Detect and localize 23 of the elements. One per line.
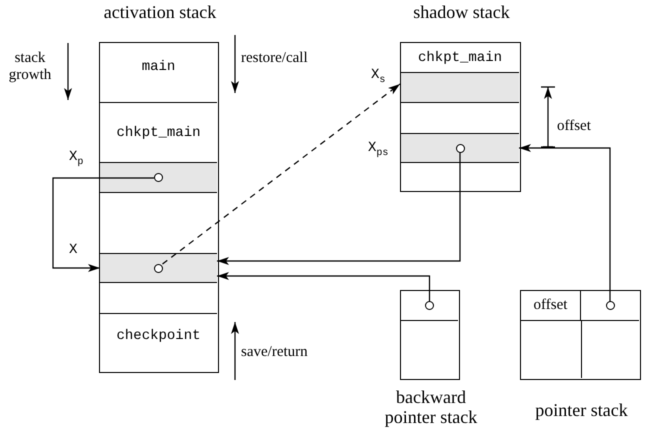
annotation-text: restore/call [241, 50, 309, 68]
stack-title: pointer stack [534, 401, 629, 421]
stack-title: shadow stack [412, 3, 511, 23]
pointer-arrow [52, 177, 154, 272]
pointer-arrow [519, 144, 611, 302]
slot-label: main [142, 59, 176, 75]
variable-label: X [69, 242, 78, 258]
slot-label: chkpt_main [116, 124, 200, 140]
dashed-arrow [162, 84, 400, 264]
variable-label: X$_{ps}$ [368, 140, 388, 159]
slot-label: offset [534, 297, 568, 314]
annotation-text: save/return [241, 344, 309, 362]
stack-slot [521, 291, 581, 321]
slot-label: chkpt_main [418, 50, 502, 66]
variable-label: X$_{p}$ [69, 149, 84, 168]
slot-label: checkpoint [116, 328, 200, 344]
stack-title: backward pointer stack [384, 388, 478, 428]
variable-label: X$_{s}$ [371, 67, 386, 86]
pointer-arrow [217, 152, 461, 265]
annotation-text: stack growth [8, 50, 52, 84]
pointer-arrow [217, 272, 430, 302]
stack-title: activation stack [102, 3, 218, 23]
dimension-label: offset [557, 118, 592, 136]
